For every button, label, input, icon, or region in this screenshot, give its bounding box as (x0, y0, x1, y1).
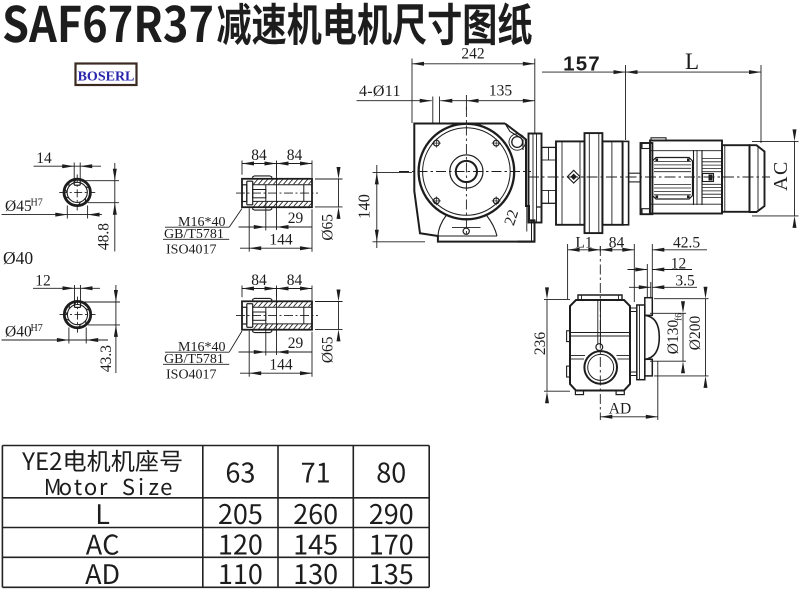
svg-text:242: 242 (461, 46, 484, 63)
svg-text:AC: AC (770, 160, 792, 191)
svg-text:Ø40: Ø40 (5, 324, 32, 341)
svg-text:Ø40: Ø40 (3, 248, 33, 268)
svg-text:3.5: 3.5 (675, 273, 695, 290)
svg-text:f6: f6 (674, 313, 685, 321)
svg-text:84: 84 (251, 272, 267, 289)
svg-text:43.3: 43.3 (98, 345, 115, 372)
svg-text:L: L (685, 49, 699, 74)
svg-text:22: 22 (501, 208, 522, 228)
svg-text:H7: H7 (31, 198, 43, 209)
svg-text:Ø200: Ø200 (687, 316, 704, 351)
svg-text:M16*40: M16*40 (178, 215, 225, 230)
svg-text:84: 84 (287, 147, 303, 164)
svg-text:48.8: 48.8 (96, 223, 113, 250)
svg-text:Ø65: Ø65 (320, 336, 337, 363)
svg-text:135: 135 (489, 82, 513, 99)
svg-text:4-Ø11: 4-Ø11 (359, 83, 401, 100)
svg-text:14: 14 (36, 150, 52, 167)
svg-text:M16*40: M16*40 (178, 340, 225, 355)
svg-text:GB/T5781: GB/T5781 (164, 352, 224, 367)
svg-text:Ø65: Ø65 (320, 214, 337, 241)
svg-text:AD: AD (609, 401, 631, 418)
svg-text:144: 144 (269, 232, 293, 249)
svg-text:236: 236 (532, 332, 549, 356)
svg-text:12: 12 (35, 273, 51, 290)
svg-text:144: 144 (269, 357, 293, 374)
svg-text:ISO4017: ISO4017 (166, 367, 217, 382)
svg-text:L1: L1 (575, 234, 592, 251)
svg-text:42.5: 42.5 (673, 234, 700, 251)
svg-text:29: 29 (288, 210, 304, 227)
svg-text:H7: H7 (31, 323, 43, 334)
svg-text:140: 140 (355, 194, 374, 219)
svg-text:84: 84 (251, 147, 267, 164)
svg-text:12: 12 (671, 255, 687, 272)
svg-text:29: 29 (288, 335, 304, 352)
svg-text:157: 157 (563, 53, 601, 76)
svg-text:Ø45: Ø45 (5, 198, 32, 215)
svg-text:84: 84 (287, 272, 303, 289)
svg-text:Ø130: Ø130 (665, 320, 682, 355)
svg-text:GB/T5781: GB/T5781 (164, 227, 224, 242)
svg-text:84: 84 (609, 234, 625, 251)
svg-text:BOSERL: BOSERL (78, 69, 135, 84)
svg-text:ISO4017: ISO4017 (166, 242, 217, 257)
